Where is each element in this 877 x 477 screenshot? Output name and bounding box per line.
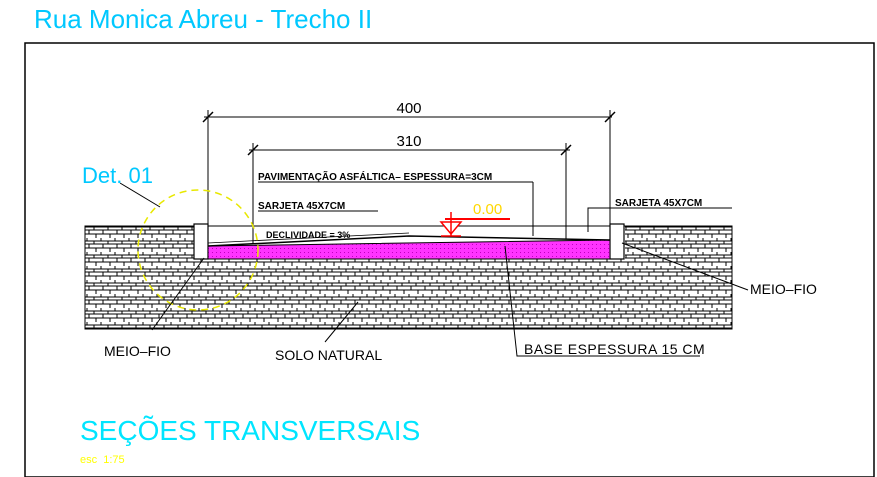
detail-leader xyxy=(119,182,161,208)
section-title: SEÇÕES TRANSVERSAIS xyxy=(80,415,420,446)
curb-left xyxy=(193,223,209,260)
curb-left-label: MEIO–FIO xyxy=(104,343,171,359)
base-label: BASE ESPESSURA 15 CM xyxy=(524,341,705,357)
gutter-left-label: SARJETA 45X7CM xyxy=(258,201,345,212)
pavement-surface xyxy=(207,235,611,247)
natural-soil xyxy=(84,225,733,330)
pavement-label: PAVIMENTAÇÃO ASFÁLTICA– ESPESSURA=3CM xyxy=(258,170,492,183)
dimension-400: 400 xyxy=(202,100,616,224)
scale-label: esc 1:75 xyxy=(80,454,125,466)
soil-label: SOLO NATURAL xyxy=(275,347,382,363)
detail-circle xyxy=(137,189,259,311)
base-leader xyxy=(504,245,700,357)
gutter-right-label: SARJETA 45X7CM xyxy=(615,198,702,209)
slope-label: DECLIVIDADE = 3% xyxy=(266,230,350,240)
dimension-310: 310 xyxy=(247,133,572,243)
base-layer xyxy=(207,239,611,260)
pavement-top-line xyxy=(207,232,410,244)
drawing-frame xyxy=(24,42,875,477)
curb-right xyxy=(609,223,625,260)
page-title: Rua Monica Abreu - Trecho II xyxy=(34,4,373,34)
detail-label: Det. 01 xyxy=(82,163,153,188)
dimension-400-label: 400 xyxy=(396,100,421,117)
level-value: 0.00 xyxy=(473,201,502,218)
curb-left-leader xyxy=(151,257,205,331)
curb-right-label: MEIO–FIO xyxy=(750,281,817,297)
soil-leader xyxy=(324,301,359,343)
dimension-310-label: 310 xyxy=(396,133,421,150)
curb-right-leader xyxy=(621,242,749,291)
gutter-right-leader xyxy=(587,207,732,232)
level-marker: 0.00 xyxy=(439,201,510,237)
